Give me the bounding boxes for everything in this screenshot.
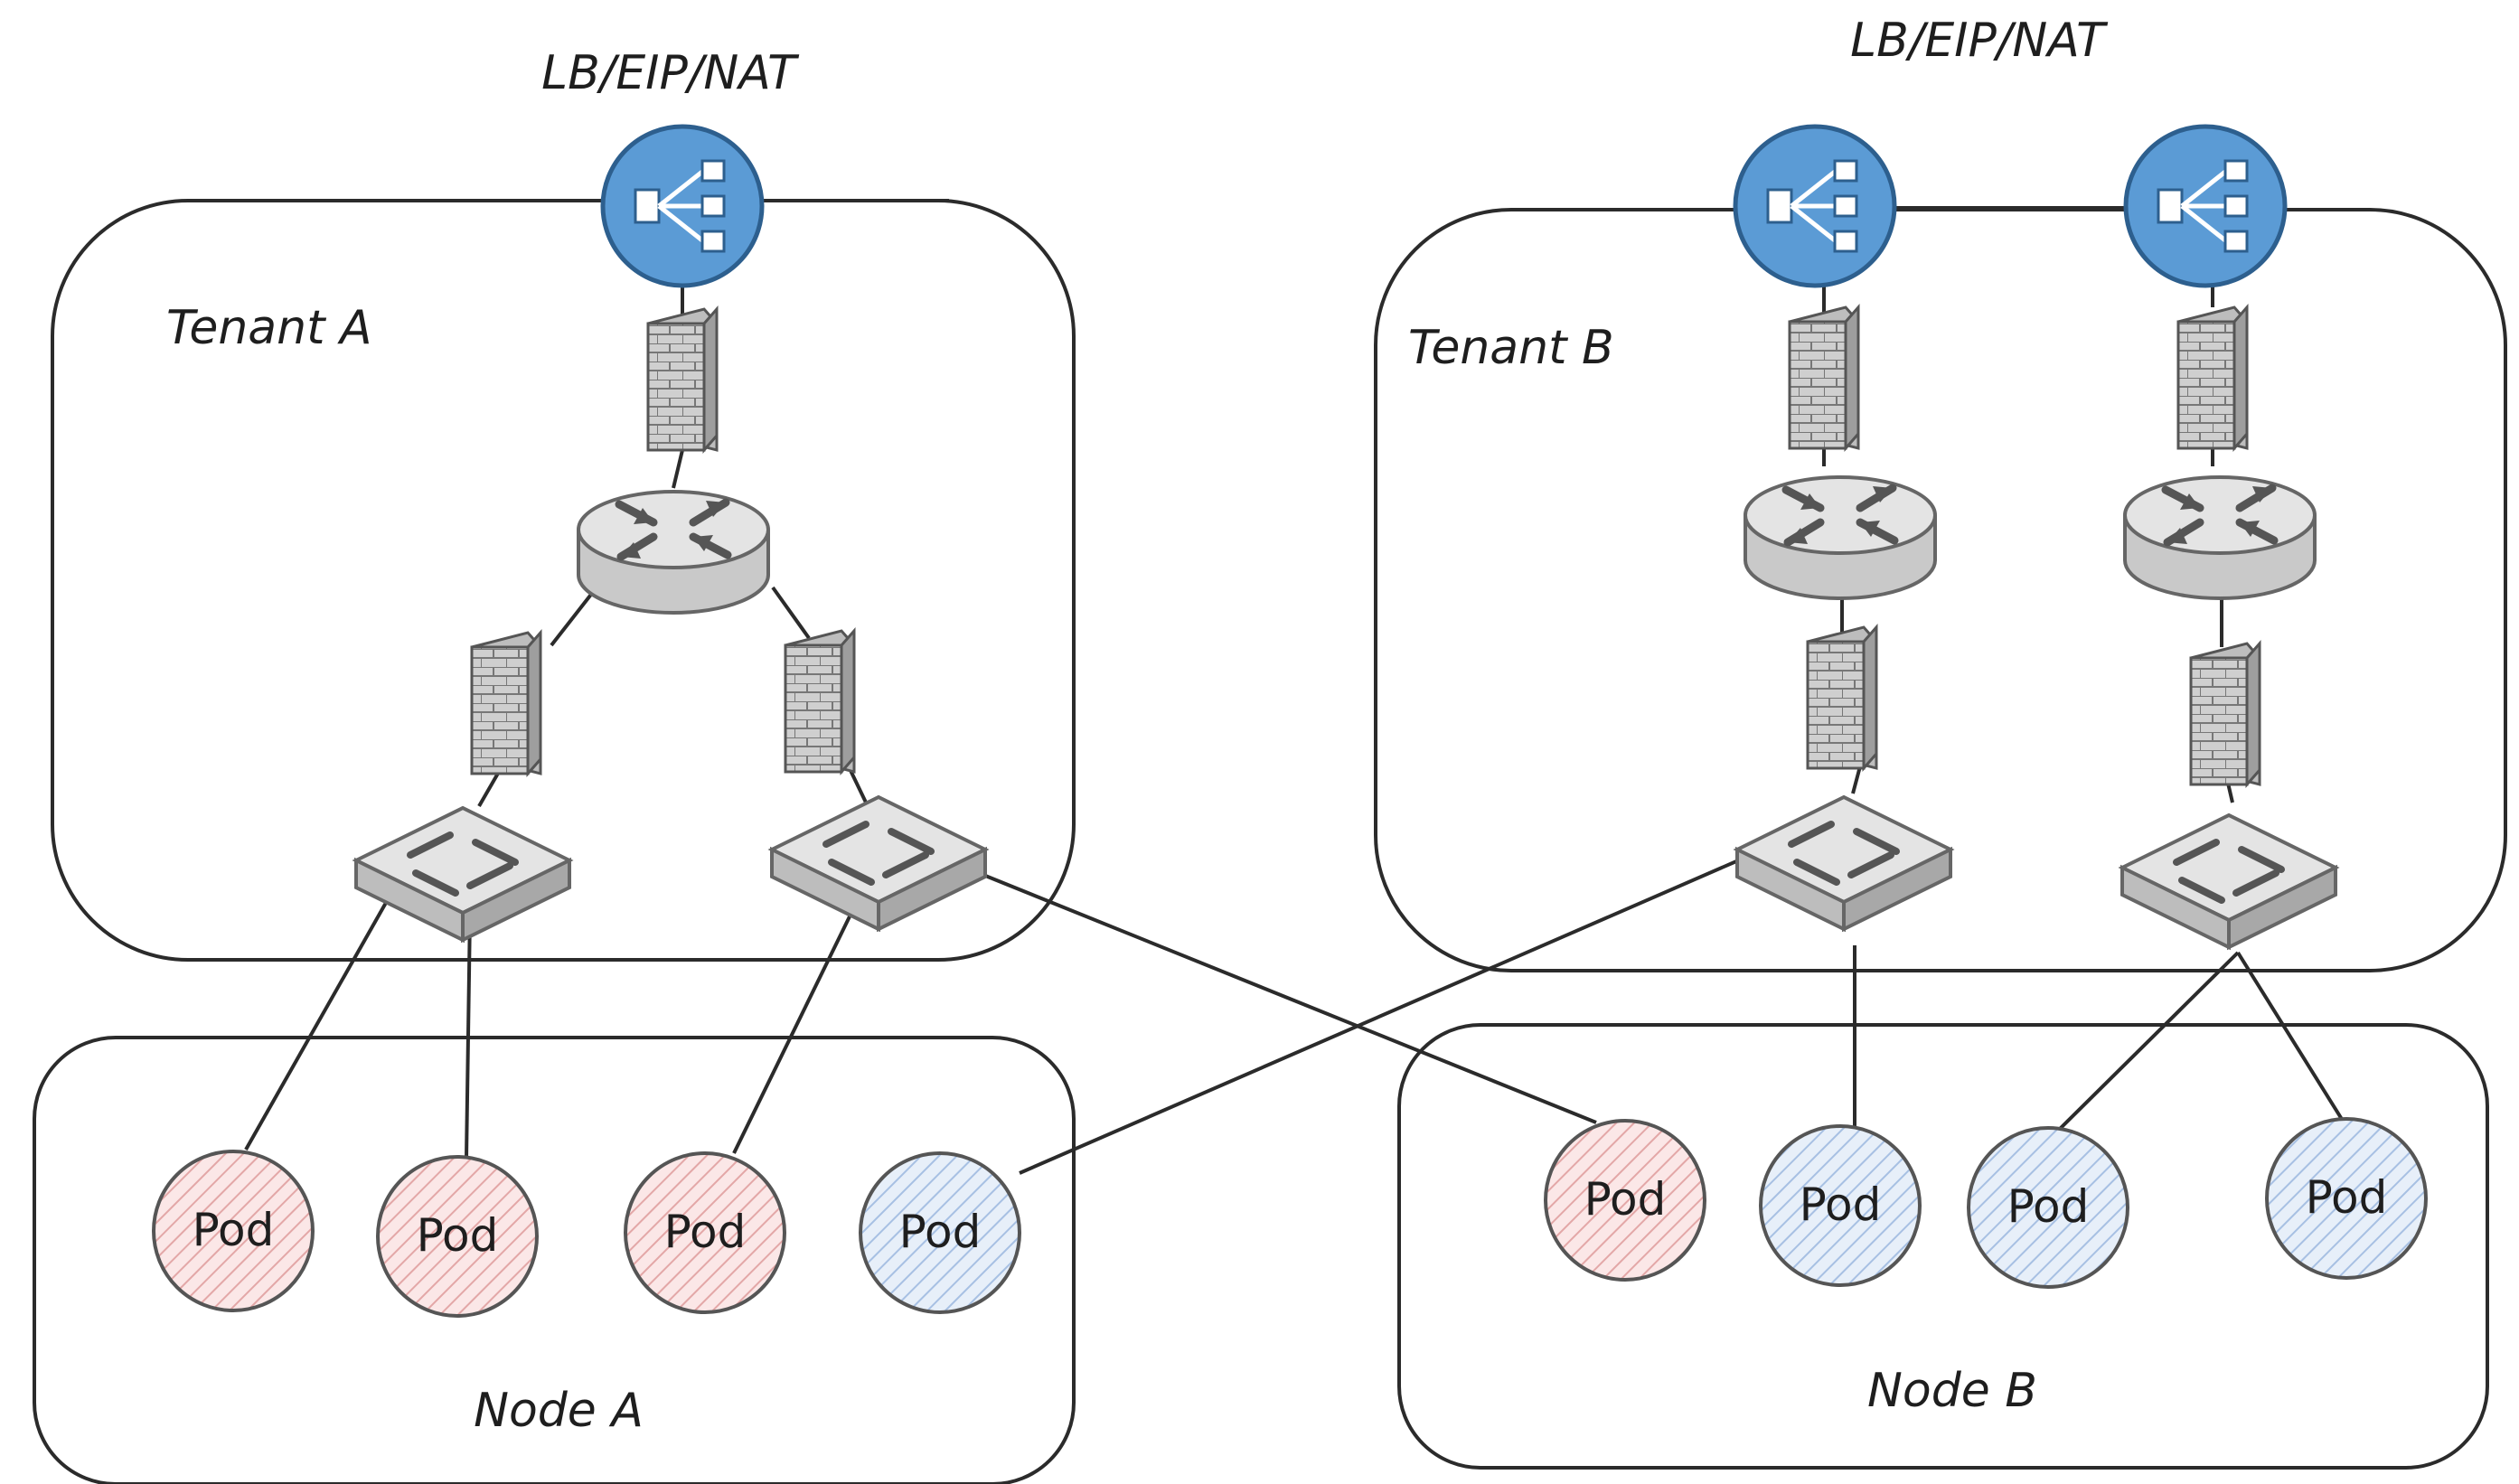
tenant-a-label: Tenant A: [166, 301, 372, 355]
pod-label: Pod: [1584, 1173, 1667, 1226]
load-balancer-icon: [1735, 127, 1894, 286]
switch-icon: [356, 808, 569, 940]
pod[interactable]: Pod: [624, 1151, 786, 1314]
router-icon: [578, 492, 768, 613]
pod[interactable]: Pod: [2265, 1117, 2428, 1280]
switch-icon: [2122, 815, 2336, 947]
firewall-icon: [2189, 642, 2261, 786]
node-b-label: Node B: [1867, 1364, 2037, 1418]
switch-icon: [772, 797, 985, 929]
pod-label: Pod: [664, 1206, 747, 1258]
firewall-icon: [470, 631, 542, 775]
pod[interactable]: Pod: [1967, 1126, 2129, 1289]
firewall-icon: [646, 307, 719, 452]
pod-label: Pod: [193, 1204, 275, 1256]
node-a-boundary: [33, 1036, 1076, 1484]
pod-label: Pod: [1800, 1179, 1882, 1231]
firewall-icon: [1806, 625, 1878, 770]
pod[interactable]: Pod: [1544, 1119, 1706, 1282]
lb-eip-nat-label-a: LB/EIP/NAT: [541, 46, 800, 100]
pod-label: Pod: [899, 1206, 982, 1258]
tenant-b-label: Tenant B: [1408, 321, 1614, 375]
pod[interactable]: Pod: [859, 1151, 1021, 1314]
firewall-icon: [784, 629, 856, 774]
pod-label: Pod: [417, 1209, 499, 1262]
pod[interactable]: Pod: [1759, 1124, 1922, 1287]
pod-label: Pod: [2306, 1171, 2388, 1224]
pod-label: Pod: [2007, 1180, 2090, 1233]
firewall-icon: [2176, 305, 2249, 450]
router-icon: [2125, 477, 2315, 598]
router-icon: [1745, 477, 1935, 598]
load-balancer-icon: [603, 127, 762, 286]
lb-eip-nat-label-b: LB/EIP/NAT: [1850, 14, 2109, 68]
load-balancer-icon: [2126, 127, 2285, 286]
firewall-icon: [1788, 305, 1860, 450]
connections: [244, 199, 2345, 1175]
pod[interactable]: Pod: [152, 1150, 315, 1312]
node-b-boundary: [1397, 1023, 2489, 1470]
pod[interactable]: Pod: [376, 1155, 539, 1318]
node-a-label: Node A: [474, 1384, 644, 1438]
switch-icon: [1737, 797, 1950, 929]
